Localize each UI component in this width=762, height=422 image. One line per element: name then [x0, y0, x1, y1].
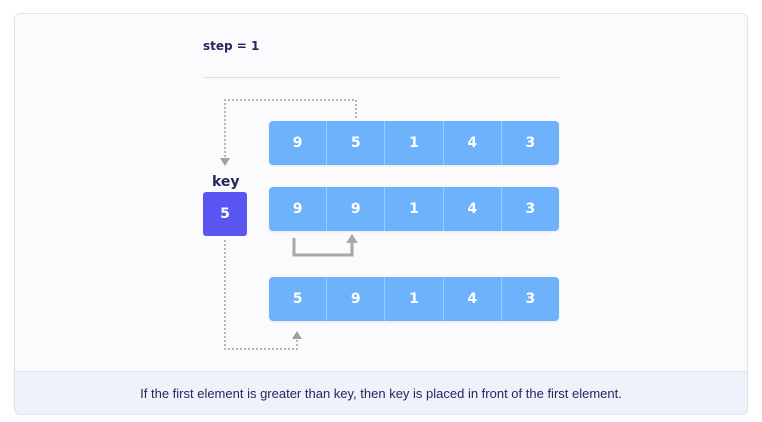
array-cell: 5 [327, 121, 386, 165]
array-cell: 5 [269, 277, 328, 321]
array-cell: 9 [269, 121, 328, 165]
array-cell: 9 [269, 187, 328, 231]
key-label: key [212, 174, 240, 190]
caption: If the first element is greater than key… [14, 371, 748, 415]
array-cell: 9 [327, 187, 386, 231]
dotted-arrow-to-key [220, 99, 357, 166]
array-row-result: 5 9 1 4 3 [269, 277, 559, 321]
array-cell: 3 [501, 121, 559, 165]
dotted-arrow-from-key [224, 240, 302, 350]
array-cell: 1 [385, 121, 444, 165]
array-cell: 4 [443, 277, 502, 321]
shift-arrow [292, 234, 358, 257]
array-cell: 4 [443, 187, 502, 231]
divider [203, 77, 560, 78]
array-cell: 3 [501, 187, 559, 231]
array-row-shifted: 9 9 1 4 3 [269, 187, 559, 231]
array-cell: 4 [443, 121, 502, 165]
array-cell: 1 [385, 277, 444, 321]
step-label: step = 1 [203, 39, 260, 53]
key-box: 5 [203, 192, 247, 236]
array-cell: 1 [385, 187, 444, 231]
array-cell: 9 [327, 277, 386, 321]
array-cell: 3 [501, 277, 559, 321]
array-row-initial: 9 5 1 4 3 [269, 121, 559, 165]
